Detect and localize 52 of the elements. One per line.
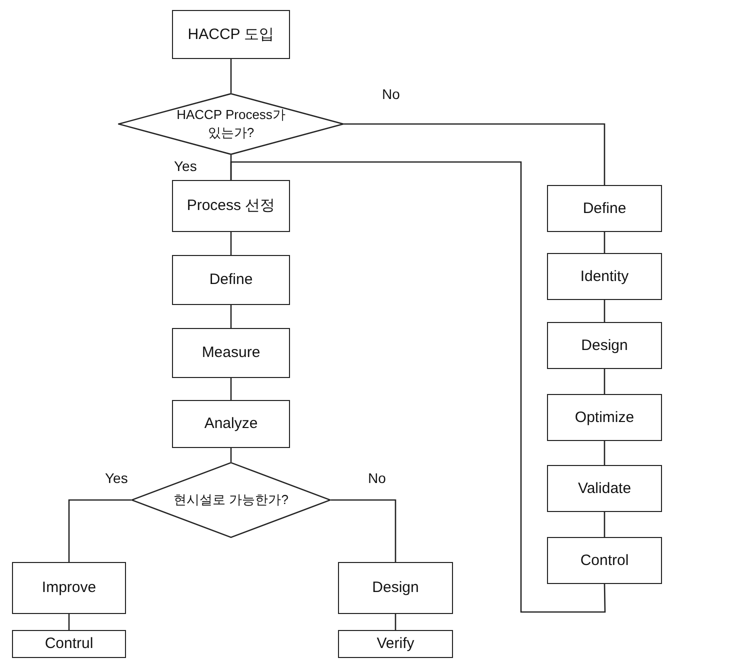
process-box (12, 562, 126, 614)
connector-line (230, 232, 232, 255)
edge-label: No (380, 86, 402, 102)
connector-line (604, 232, 606, 253)
process-box (172, 180, 290, 232)
edge-label: Yes (172, 158, 199, 174)
process-box (172, 255, 290, 305)
process-box (338, 562, 453, 614)
process-box (172, 10, 290, 59)
connector-line (68, 614, 70, 630)
connector-line (230, 448, 232, 462)
connector-line (394, 614, 396, 630)
process-box (547, 253, 662, 300)
process-box (172, 400, 290, 448)
edge-label: No (366, 470, 388, 486)
connector-line (604, 300, 606, 322)
process-box (338, 630, 453, 658)
step-label: Validate (578, 480, 632, 498)
process-box (547, 537, 662, 584)
step-label: Design (581, 336, 628, 354)
connector-line (230, 59, 232, 93)
step-label: Process 선정 (186, 197, 276, 215)
connector-line (230, 305, 232, 328)
step-label: Identity (580, 268, 629, 286)
process-box (547, 322, 662, 369)
step-label: Control (580, 552, 629, 570)
step-label: Optimize (574, 408, 634, 426)
connector-line (344, 123, 606, 185)
process-box (12, 630, 126, 658)
step-label: Improve (42, 579, 96, 597)
step-label: Define (209, 271, 253, 289)
process-box (547, 394, 662, 441)
process-box (547, 185, 662, 232)
edge-label: Yes (103, 470, 130, 486)
connector-line (604, 512, 606, 537)
connector-line (230, 378, 232, 400)
process-box (547, 465, 662, 512)
connector-line (604, 441, 606, 465)
decision-question: HACCP Process가 있는가? (176, 106, 286, 142)
step-label: Design (372, 579, 419, 597)
step-label: Analyze (204, 415, 258, 433)
step-label: HACCP 도입 (188, 26, 274, 44)
step-label: Measure (202, 344, 260, 362)
decision-question: 현시설로 가능한가? (174, 491, 288, 509)
step-label: Verify (376, 635, 414, 653)
process-box (172, 328, 290, 378)
connector-line (230, 161, 606, 613)
step-label: Define (582, 200, 626, 218)
step-label: Contrul (44, 635, 94, 653)
connector-line (604, 369, 606, 394)
connector-line (68, 499, 131, 562)
connector-line (331, 499, 396, 562)
